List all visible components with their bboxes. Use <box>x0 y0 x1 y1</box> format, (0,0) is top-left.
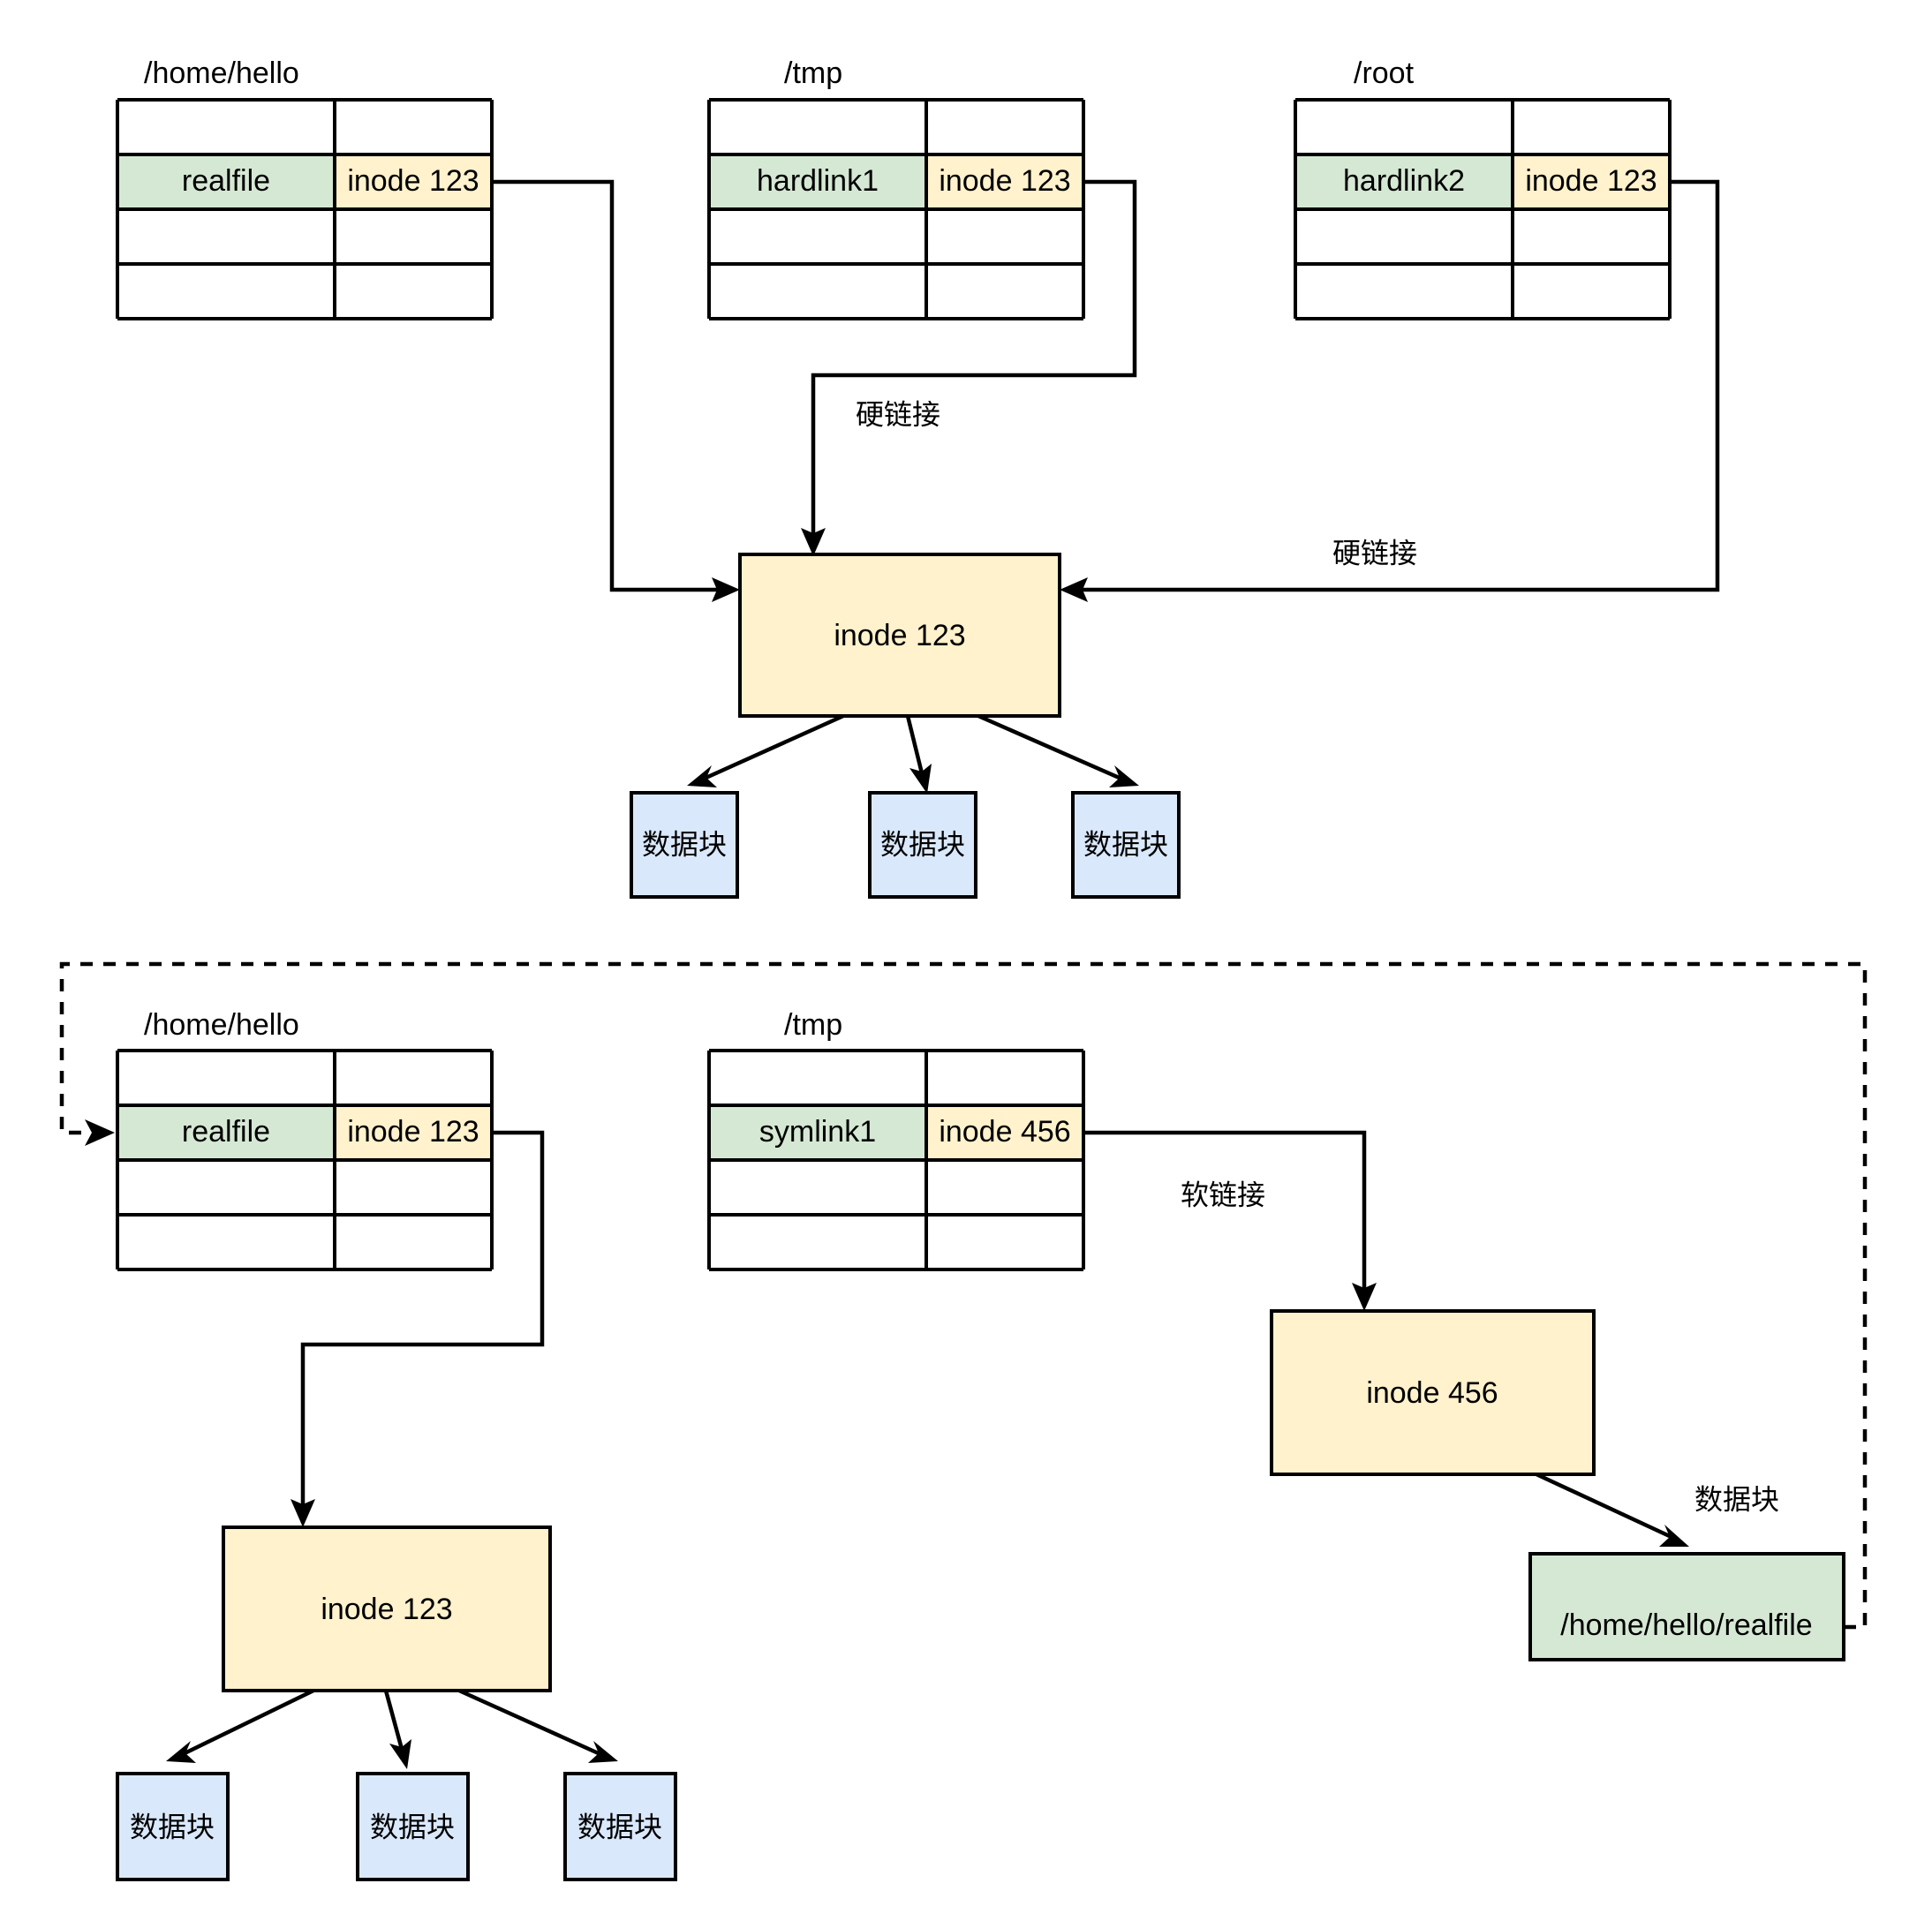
dir-label-home-hello-bottom: /home/hello <box>144 1008 299 1042</box>
dir-label-root-top: /root <box>1354 56 1415 90</box>
dir-row-inode-cell <box>335 1105 492 1160</box>
directory-table-tmp-bottom: /tmp symlink1 inode 456 <box>707 1008 1085 1271</box>
data-block-label: 数据块 <box>130 1811 215 1842</box>
dir-cell-inode: inode 123 <box>347 1115 479 1149</box>
dir-row-inode-cell <box>1513 154 1670 209</box>
data-block-bottom-3: 数据块 <box>563 1772 677 1881</box>
arrowhead-icon <box>588 1741 618 1763</box>
data-block-top-3: 数据块 <box>1071 791 1181 899</box>
connector-inode123-to-datablocks-top <box>687 713 1139 794</box>
dir-cell-inode: inode 123 <box>1525 164 1657 198</box>
arrowhead-icon <box>1060 577 1088 602</box>
edge-label-softlink: 软链接 <box>1181 1179 1265 1210</box>
dir-row-inode-cell <box>926 1105 1083 1160</box>
data-block-bottom-1: 数据块 <box>116 1772 230 1881</box>
edge-label-datablock-symlink: 数据块 <box>1694 1483 1779 1515</box>
data-block-top-1: 数据块 <box>630 791 739 899</box>
directory-table-tmp-top: /tmp hardlink1 inode 123 <box>707 56 1085 320</box>
data-block-top-2: 数据块 <box>868 791 977 899</box>
dir-cell-filename: hardlink2 <box>1343 164 1465 198</box>
arrowhead-icon <box>712 577 740 602</box>
dir-label-tmp-top: /tmp <box>784 56 842 90</box>
dir-row-name-cell <box>709 1105 926 1160</box>
connector-realfile-to-inode123 <box>492 179 740 602</box>
dir-label-tmp-bottom: /tmp <box>784 1008 842 1042</box>
dir-row-name-cell <box>117 1105 335 1160</box>
edge-label-hardlink-center: 硬链接 <box>856 398 940 430</box>
directory-table-home-hello-bottom: /home/hello realfile inode 123 <box>116 1008 494 1271</box>
symlink-target-box: /home/hello/realfile <box>1528 1552 1845 1661</box>
dir-row-inode-cell <box>335 154 492 209</box>
arrowhead-icon <box>85 1119 115 1146</box>
inode-node-label: inode 123 <box>321 1593 452 1626</box>
dir-cell-inode: inode 123 <box>347 164 479 198</box>
dir-cell-filename: hardlink1 <box>757 164 879 198</box>
edge-label-hardlink-right: 硬链接 <box>1332 537 1417 569</box>
dir-cell-filename: symlink1 <box>759 1115 876 1149</box>
arrowhead-icon <box>166 1741 196 1763</box>
arrowhead-icon <box>801 528 826 556</box>
dir-row-name-cell <box>117 154 335 209</box>
inode-node-label: inode 123 <box>834 619 965 652</box>
connector-hardlink1-to-inode123: 硬链接 <box>801 179 1137 556</box>
connector-hardlink2-to-inode123: 硬链接 <box>1060 179 1720 602</box>
arrowhead-icon <box>909 764 932 794</box>
arrowhead-icon <box>291 1499 315 1527</box>
inode-node-label: inode 456 <box>1366 1376 1498 1410</box>
connector-inode456-to-target: 数据块 <box>1536 1472 1779 1547</box>
directory-table-home-hello-top: /home/hello realfile inode 123 <box>116 56 494 320</box>
dir-cell-inode: inode 123 <box>939 164 1070 198</box>
dir-cell-filename: realfile <box>182 164 270 198</box>
arrowhead-icon <box>687 765 717 787</box>
dir-cell-filename: realfile <box>182 1115 270 1149</box>
arrowhead-icon <box>1659 1525 1689 1547</box>
connector-inode123-to-datablocks-bottom <box>166 1688 618 1769</box>
data-block-label: 数据块 <box>1083 828 1168 860</box>
dir-row-name-cell <box>709 154 926 209</box>
dir-row-inode-cell <box>926 154 1083 209</box>
inode-node-456: inode 456 <box>1270 1309 1596 1476</box>
data-block-label: 数据块 <box>642 828 727 860</box>
dir-cell-inode: inode 456 <box>939 1115 1070 1149</box>
connector-realfile-to-inode123-bottom <box>291 1130 545 1527</box>
inode-node-123-bottom: inode 123 <box>222 1526 552 1692</box>
dir-row-name-cell <box>1295 154 1513 209</box>
directory-table-root-top: /root hardlink2 inode 123 <box>1294 56 1672 320</box>
connector-symlink1-to-inode456: 软链接 <box>1083 1130 1377 1311</box>
connector-symlink-target-resolution <box>59 961 1868 1630</box>
arrowhead-icon <box>389 1739 411 1769</box>
symlink-target-label: /home/hello/realfile <box>1560 1608 1812 1642</box>
arrowhead-icon <box>1109 765 1139 787</box>
dir-label-home-hello-top: /home/hello <box>144 56 299 90</box>
data-block-label: 数据块 <box>370 1811 455 1842</box>
inode-node-123-top: inode 123 <box>738 553 1061 718</box>
data-block-bottom-2: 数据块 <box>356 1772 470 1881</box>
data-block-label: 数据块 <box>880 828 965 860</box>
data-block-label: 数据块 <box>577 1811 662 1842</box>
arrowhead-icon <box>1352 1283 1377 1311</box>
